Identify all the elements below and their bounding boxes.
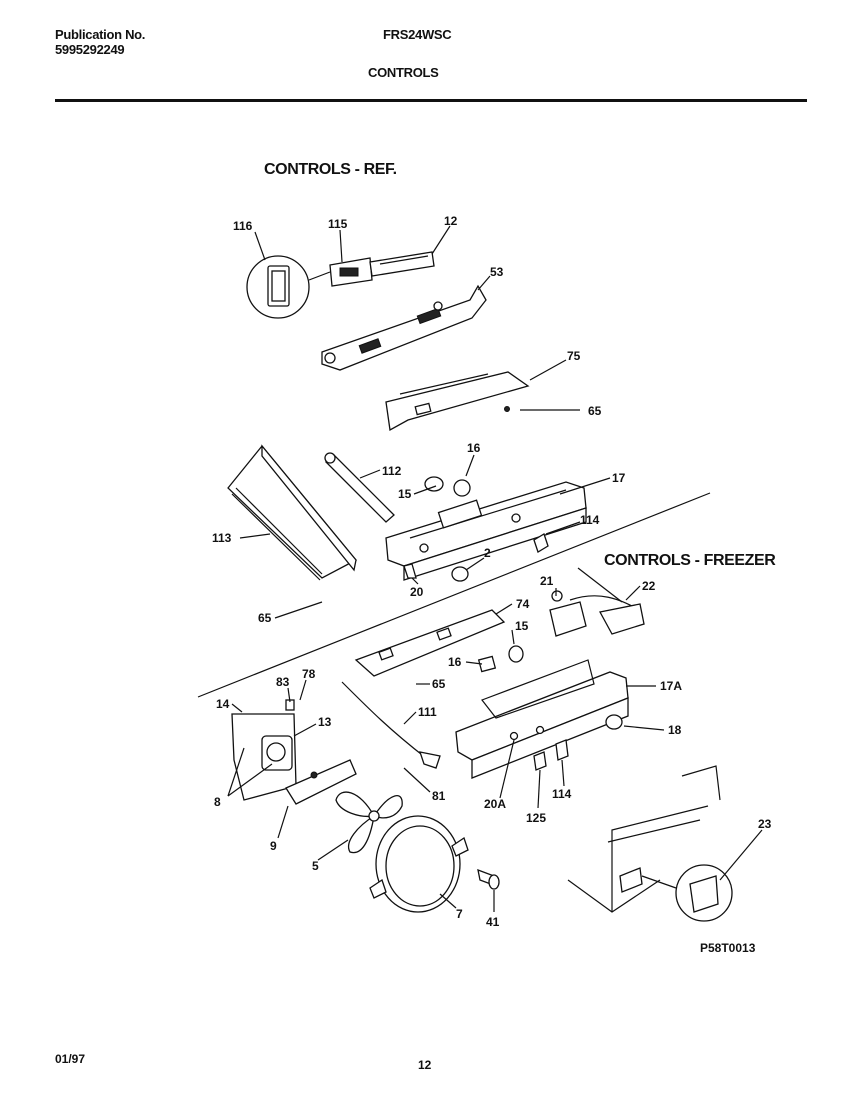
callout-113: 113 — [212, 531, 232, 545]
callout-9: 9 — [270, 839, 277, 853]
callout-23: 23 — [758, 817, 772, 831]
callout-78: 78 — [302, 667, 316, 681]
freezer-controls-title: CONTROLS - FREEZER — [604, 552, 776, 569]
part-41-screw — [477, 868, 500, 890]
part-17a-housing — [455, 659, 629, 779]
callout-65-ref-bottom: 65 — [258, 611, 272, 625]
callout-116: 116 — [233, 219, 253, 233]
callout-16-freezer: 16 — [448, 655, 462, 669]
callout-112: 112 — [382, 464, 402, 478]
callout-17a: 17A — [660, 679, 682, 693]
ref-controls-title: CONTROLS - REF. — [264, 161, 397, 178]
part-111-wire — [341, 681, 427, 759]
callout-114-freezer: 114 — [552, 787, 572, 801]
part-21-22-thermostat — [549, 567, 645, 637]
part-116-detail — [246, 255, 310, 319]
callout-14: 14 — [216, 697, 230, 711]
callout-41: 41 — [486, 915, 500, 929]
part-112-rod — [324, 452, 395, 523]
callout-21: 21 — [540, 574, 554, 588]
callout-7: 7 — [456, 907, 463, 921]
callout-5: 5 — [312, 859, 319, 873]
callout-65-ref-top: 65 — [588, 404, 602, 418]
part-53-bracket — [321, 284, 487, 371]
callout-65-freezer: 65 — [432, 677, 446, 691]
drawing-code: P58T0013 — [700, 941, 756, 955]
model-number: FRS24WSC — [383, 27, 452, 42]
callout-15-ref: 15 — [398, 487, 412, 501]
callout-22: 22 — [642, 579, 656, 593]
callout-13: 13 — [318, 715, 332, 729]
part-17-housing — [385, 476, 587, 582]
header-divider — [55, 99, 807, 102]
part-7-shroud — [369, 815, 469, 913]
section-title: CONTROLS — [368, 65, 439, 80]
callout-20a: 20A — [484, 797, 506, 811]
callout-53: 53 — [490, 265, 504, 279]
section-divider-line — [197, 492, 711, 698]
callout-2: 2 — [484, 546, 491, 560]
leader-lines — [227, 225, 763, 912]
callout-111: 111 — [418, 705, 437, 719]
callout-16-ref: 16 — [467, 441, 481, 455]
callout-83: 83 — [276, 675, 290, 689]
part-13-14-motor — [231, 699, 357, 805]
publication-label: Publication No. — [55, 27, 146, 42]
callout-115: 115 — [328, 217, 348, 231]
callout-15-freezer: 15 — [515, 619, 529, 633]
callout-20: 20 — [410, 585, 424, 599]
part-75-cover — [385, 371, 530, 432]
callout-125: 125 — [526, 811, 546, 825]
publication-number: 5995292249 — [55, 42, 125, 57]
part-23-detail — [567, 765, 733, 922]
callout-114-ref: 114 — [580, 513, 600, 527]
callout-8: 8 — [214, 795, 221, 809]
callout-12: 12 — [444, 214, 458, 228]
callout-18: 18 — [668, 723, 682, 737]
part-113-duct — [227, 444, 358, 581]
part-115-12-housing — [329, 251, 435, 287]
callout-75: 75 — [567, 349, 581, 363]
page-number: 12 — [418, 1058, 432, 1072]
callout-74: 74 — [516, 597, 530, 611]
callout-17: 17 — [612, 471, 626, 485]
callout-81: 81 — [432, 789, 446, 803]
footer-date: 01/97 — [55, 1052, 86, 1066]
part-5-fan-blade — [335, 791, 403, 854]
part-74-cover — [354, 609, 506, 677]
